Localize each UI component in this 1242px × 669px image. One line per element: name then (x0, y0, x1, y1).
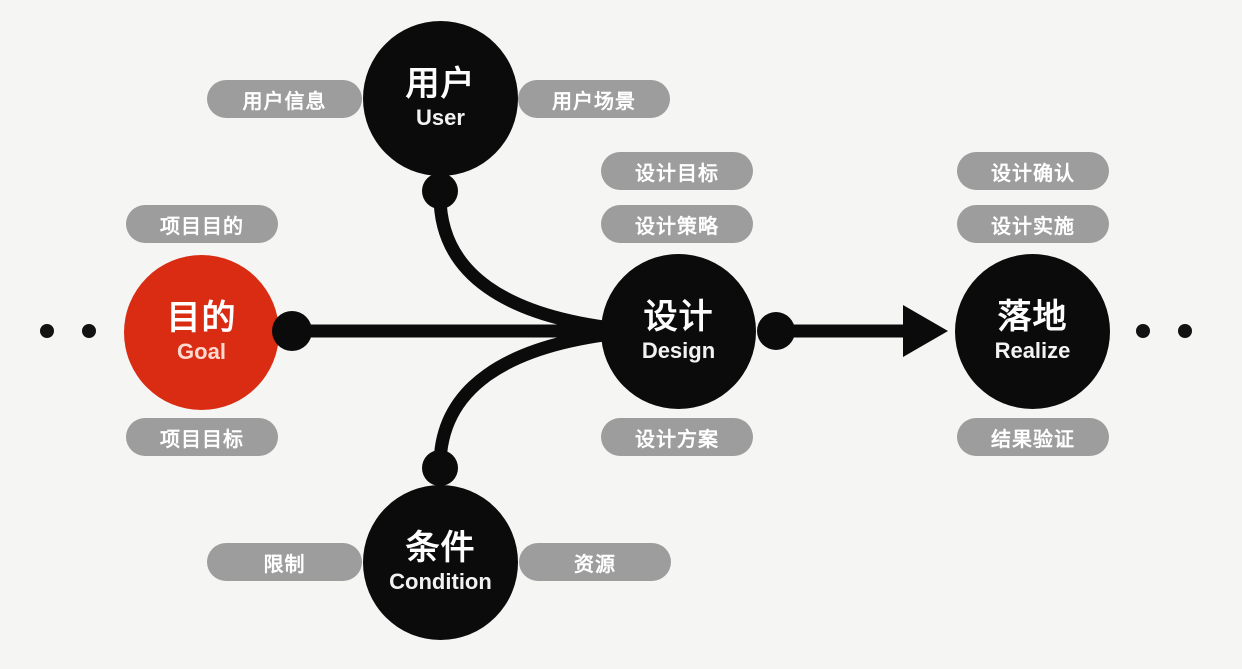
continuation-dot-right-2 (1178, 324, 1192, 338)
node-user-en: User (416, 104, 465, 130)
arrowhead-icon (903, 305, 948, 357)
pill-user-left[interactable]: 用户信息 (207, 80, 362, 118)
node-realize-cn: 落地 (997, 297, 1068, 336)
continuation-dot-right-1 (1136, 324, 1150, 338)
node-goal[interactable]: 目的 Goal (124, 255, 279, 410)
node-goal-en: Goal (177, 338, 226, 364)
pill-design-bottom[interactable]: 设计方案 (601, 418, 753, 456)
node-condition-cn: 条件 (405, 528, 476, 567)
node-user-cn: 用户 (405, 64, 476, 103)
node-design-en: Design (641, 337, 716, 363)
connector-knob-user (422, 173, 458, 209)
node-realize-en: Realize (994, 337, 1071, 363)
node-user[interactable]: 用户 User (363, 21, 518, 176)
node-condition[interactable]: 条件 Condition (363, 485, 518, 640)
pill-condition-right[interactable]: 资源 (519, 543, 671, 581)
pill-goal-bottom[interactable]: 项目目标 (126, 418, 278, 456)
node-condition-en: Condition (389, 568, 492, 594)
pill-design-top-1[interactable]: 设计目标 (601, 152, 753, 190)
pill-realize-top-2[interactable]: 设计实施 (957, 205, 1109, 243)
pill-realize-bottom[interactable]: 结果验证 (957, 418, 1109, 456)
node-design[interactable]: 设计 Design (601, 254, 756, 409)
connector-knob-condition (422, 450, 458, 486)
continuation-dot-left-1 (40, 324, 54, 338)
pill-design-top-2[interactable]: 设计策略 (601, 205, 753, 243)
pill-condition-left[interactable]: 限制 (207, 543, 362, 581)
pill-user-right[interactable]: 用户场景 (518, 80, 670, 118)
node-realize[interactable]: 落地 Realize (955, 254, 1110, 409)
continuation-dot-left-2 (82, 324, 96, 338)
pill-realize-top-1[interactable]: 设计确认 (957, 152, 1109, 190)
node-goal-cn: 目的 (166, 298, 237, 337)
pill-goal-top[interactable]: 项目目的 (126, 205, 278, 243)
node-design-cn: 设计 (643, 297, 714, 336)
connector-knob-goal (272, 311, 312, 351)
connector-knob-design (757, 312, 795, 350)
